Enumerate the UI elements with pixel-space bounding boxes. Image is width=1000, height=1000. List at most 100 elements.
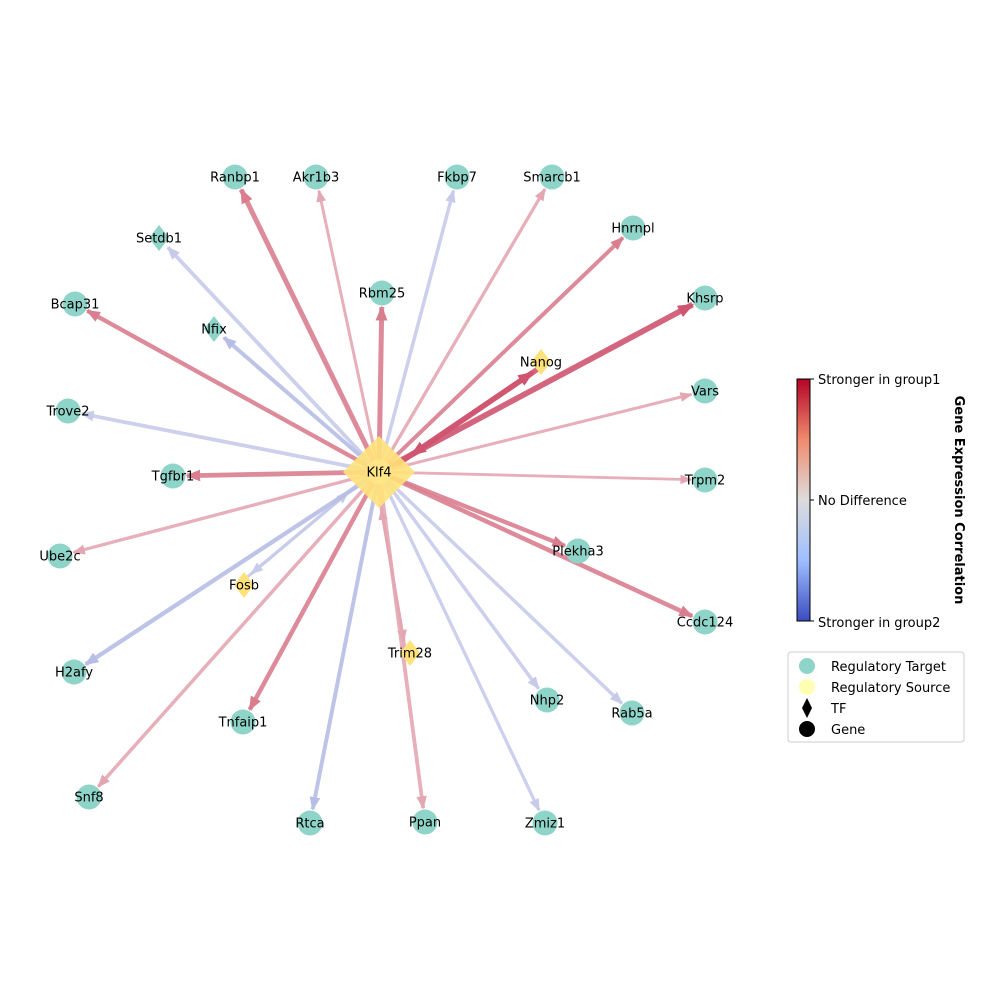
edge-klf4-to-h2afy bbox=[84, 477, 370, 667]
node-nfix-marker bbox=[204, 316, 224, 342]
node-trove2-label: Trove2 bbox=[45, 405, 89, 420]
legend-source-marker bbox=[799, 679, 815, 695]
legend-target-label: Regulatory Target bbox=[831, 660, 946, 675]
node-h2afy-label: H2afy bbox=[55, 666, 93, 681]
edge-klf4-to-snf8 bbox=[97, 480, 372, 788]
node-nfix[interactable]: Nfix bbox=[201, 316, 227, 342]
node-nfix-label: Nfix bbox=[201, 323, 227, 338]
node-tnfaip1-label: Tnfaip1 bbox=[218, 716, 268, 731]
edge-klf4-to-rab5a bbox=[386, 479, 624, 705]
node-ranbp1[interactable]: Ranbp1 bbox=[210, 164, 260, 190]
node-ube2c-label: Ube2c bbox=[39, 550, 80, 565]
node-smarcb1[interactable]: Smarcb1 bbox=[523, 164, 581, 190]
node-trpm2[interactable]: Trpm2 bbox=[684, 467, 726, 493]
node-tgfbr1[interactable]: Tgfbr1 bbox=[151, 463, 195, 489]
node-trim28-marker bbox=[400, 640, 420, 666]
legend-tf-marker bbox=[802, 698, 812, 718]
node-tnfaip1[interactable]: Tnfaip1 bbox=[218, 709, 268, 735]
edge-klf4-to-ube2c bbox=[72, 473, 368, 555]
node-ube2c[interactable]: Ube2c bbox=[39, 543, 81, 569]
node-rbm25-label: Rbm25 bbox=[359, 287, 406, 302]
node-bcap31[interactable]: Bcap31 bbox=[51, 291, 100, 317]
node-trim28-label: Trim28 bbox=[387, 647, 432, 662]
node-fkbp7[interactable]: Fkbp7 bbox=[437, 164, 477, 190]
node-ppan-label: Ppan bbox=[409, 816, 441, 831]
node-rtca[interactable]: Rtca bbox=[295, 810, 325, 836]
edge-fosb-to-klf4 bbox=[243, 491, 350, 581]
node-nanog[interactable]: Nanog bbox=[520, 349, 562, 375]
node-vars-label: Vars bbox=[691, 385, 719, 400]
node-ppan[interactable]: Ppan bbox=[409, 809, 441, 835]
node-snf8[interactable]: Snf8 bbox=[74, 784, 104, 810]
node-zmiz1-label: Zmiz1 bbox=[525, 817, 565, 832]
node-smarcb1-label: Smarcb1 bbox=[523, 171, 581, 186]
node-plekha3-marker bbox=[565, 538, 591, 564]
edge-klf4-to-setdb1 bbox=[166, 246, 372, 465]
node-h2afy-marker bbox=[61, 659, 87, 685]
node-zmiz1-marker bbox=[532, 810, 558, 836]
node-ccdc124[interactable]: Ccdc124 bbox=[677, 609, 733, 635]
legend: Regulatory Target Regulatory Source TF G… bbox=[787, 651, 965, 743]
node-akr1b3-marker bbox=[303, 164, 329, 190]
edges-layer bbox=[72, 187, 695, 812]
node-trim28[interactable]: Trim28 bbox=[387, 640, 432, 666]
node-h2afy[interactable]: H2afy bbox=[55, 659, 93, 685]
node-plekha3[interactable]: Plekha3 bbox=[552, 538, 604, 564]
node-rab5a-label: Rab5a bbox=[611, 707, 652, 722]
legend-box bbox=[787, 651, 965, 743]
colorbar: Stronger in group1 No Difference Stronge… bbox=[796, 373, 966, 631]
node-bcap31-marker bbox=[62, 291, 88, 317]
edge-klf4-to-nfix bbox=[222, 336, 371, 466]
node-smarcb1-marker bbox=[539, 164, 565, 190]
node-khsrp-marker bbox=[692, 285, 718, 311]
edge-klf4-to-plekha3 bbox=[389, 474, 567, 548]
colorbar-mid-label: No Difference bbox=[818, 494, 907, 509]
node-akr1b3[interactable]: Akr1b3 bbox=[293, 164, 340, 190]
node-fosb[interactable]: Fosb bbox=[229, 572, 259, 598]
node-plekha3-label: Plekha3 bbox=[552, 545, 603, 560]
node-trove2-marker bbox=[55, 398, 81, 424]
node-vars[interactable]: Vars bbox=[691, 378, 719, 404]
node-fkbp7-label: Fkbp7 bbox=[437, 171, 477, 186]
node-fkbp7-marker bbox=[444, 164, 470, 190]
node-nanog-label: Nanog bbox=[520, 356, 562, 371]
node-setdb1-marker bbox=[149, 225, 169, 251]
legend-gene-label: Gene bbox=[831, 723, 865, 738]
node-nhp2-label: Nhp2 bbox=[530, 694, 565, 709]
node-trpm2-marker bbox=[692, 467, 718, 493]
node-ranbp1-label: Ranbp1 bbox=[210, 171, 260, 186]
edge-klf4-to-rtca bbox=[309, 483, 379, 811]
edge-klf4-to-trpm2 bbox=[391, 470, 693, 485]
node-nhp2-marker bbox=[534, 687, 560, 713]
edge-klf4-to-rbm25 bbox=[375, 305, 388, 460]
node-khsrp[interactable]: Khsrp bbox=[686, 285, 724, 311]
node-rtca-label: Rtca bbox=[295, 817, 324, 832]
node-rab5a[interactable]: Rab5a bbox=[611, 700, 653, 726]
node-rbm25[interactable]: Rbm25 bbox=[359, 280, 406, 306]
node-setdb1-label: Setdb1 bbox=[136, 232, 182, 247]
node-bcap31-label: Bcap31 bbox=[51, 298, 100, 313]
node-ube2c-marker bbox=[47, 543, 73, 569]
edge-klf4-to-tgfbr1 bbox=[185, 469, 367, 482]
node-rab5a-marker bbox=[619, 700, 645, 726]
node-rtca-marker bbox=[297, 810, 323, 836]
node-klf4-label: Klf4 bbox=[367, 466, 392, 481]
edge-nanog-to-klf4 bbox=[410, 365, 542, 457]
node-hnrnpl-marker bbox=[620, 215, 646, 241]
edge-klf4-to-akr1b3 bbox=[316, 189, 378, 460]
node-setdb1[interactable]: Setdb1 bbox=[136, 225, 182, 251]
edge-klf4-to-fkbp7 bbox=[380, 189, 456, 461]
node-zmiz1[interactable]: Zmiz1 bbox=[525, 810, 565, 836]
node-fosb-marker bbox=[234, 572, 254, 598]
node-trove2[interactable]: Trove2 bbox=[45, 398, 90, 424]
legend-gene-marker bbox=[799, 721, 815, 737]
node-snf8-label: Snf8 bbox=[74, 791, 103, 806]
node-hnrnpl[interactable]: Hnrnpl bbox=[611, 215, 655, 241]
node-nhp2[interactable]: Nhp2 bbox=[530, 687, 565, 713]
node-trpm2-label: Trpm2 bbox=[684, 474, 726, 489]
node-klf4[interactable]: Klf4 bbox=[343, 436, 415, 508]
edge-klf4-to-zmiz1 bbox=[382, 482, 541, 812]
node-rbm25-marker bbox=[369, 280, 395, 306]
nodes-layer: Klf4 Ranbp1 Akr1b3 Fkbp7 Smarcb1HnrnplSetdb1… bbox=[39, 164, 733, 836]
